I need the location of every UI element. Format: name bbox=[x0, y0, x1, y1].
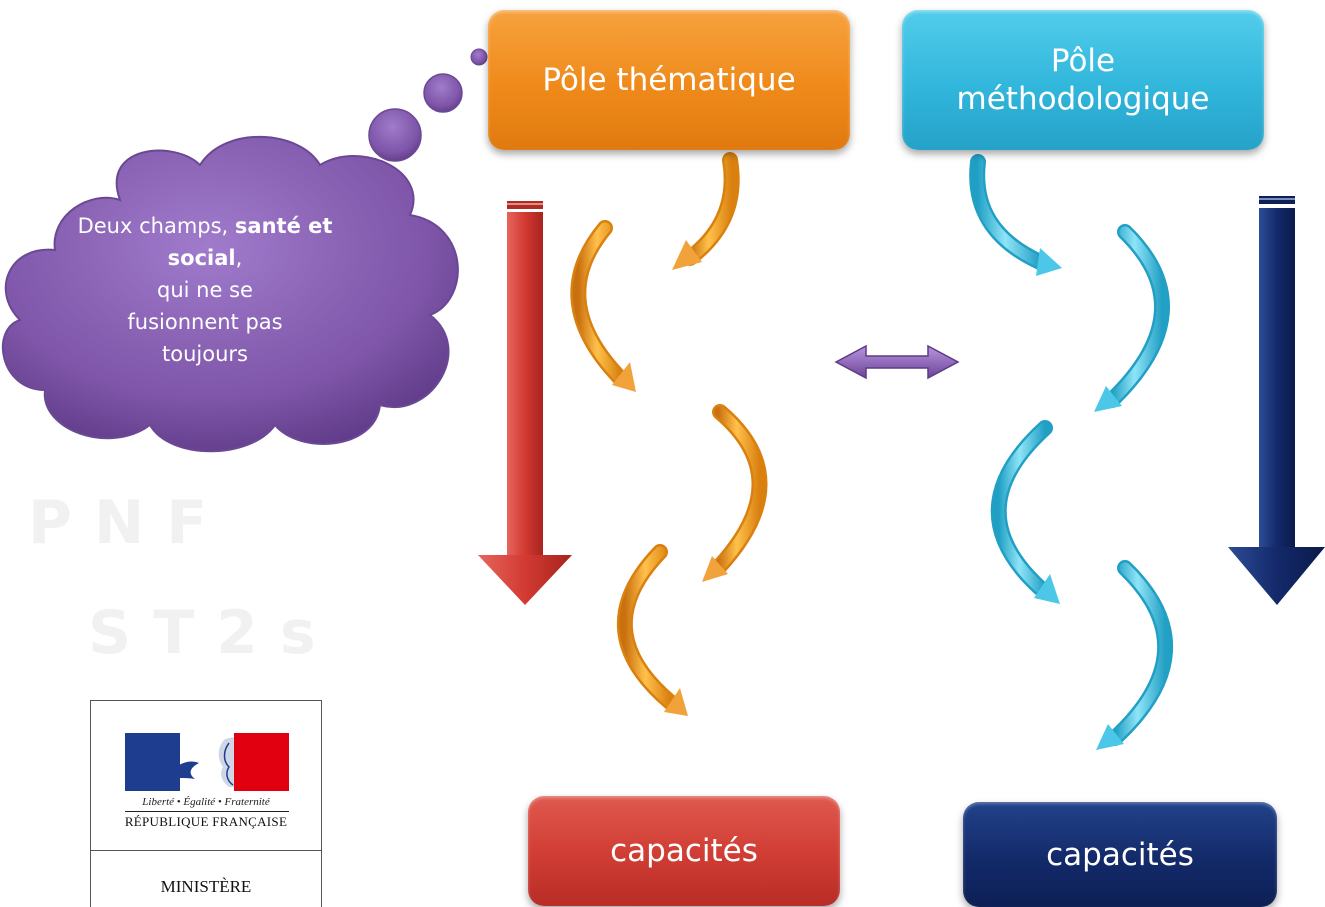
cloud-text-bold: santé et social bbox=[167, 214, 333, 270]
marianne-flag-icon bbox=[125, 733, 289, 791]
cloud-text-part2: , bbox=[235, 246, 243, 270]
navy-down-arrow bbox=[1228, 196, 1325, 605]
pole-methodologique-label: Pôle méthodologique bbox=[956, 43, 1210, 117]
cyan-curved-arrows bbox=[969, 154, 1174, 750]
pole-thematique-label: Pôle thématique bbox=[542, 62, 796, 98]
cloud-text-part1: Deux champs, bbox=[77, 214, 235, 238]
capacites-left-box: capacités bbox=[528, 796, 840, 906]
red-down-arrow bbox=[478, 201, 572, 605]
logo-separator bbox=[91, 850, 321, 851]
pole-thematique-box: Pôle thématique bbox=[488, 10, 850, 150]
cloud-text: Deux champs, santé et social, qui ne se … bbox=[55, 210, 355, 370]
capacites-right-box: capacités bbox=[963, 802, 1277, 907]
logo-divider bbox=[125, 811, 289, 812]
republique-francaise-logo: Liberté • Égalité • Fraternité RÉPUBLIQU… bbox=[90, 700, 322, 907]
logo-motto: Liberté • Égalité • Fraternité bbox=[142, 796, 270, 808]
orange-curved-arrows bbox=[570, 152, 768, 716]
capacites-left-label: capacités bbox=[610, 833, 758, 869]
capacites-right-label: capacités bbox=[1046, 836, 1194, 873]
logo-republique: RÉPUBLIQUE FRANÇAISE bbox=[124, 814, 288, 829]
pole-methodologique-box: Pôle méthodologique bbox=[902, 10, 1264, 150]
cloud-text-part3: qui ne se fusionnent pas toujours bbox=[127, 278, 283, 366]
double-arrow bbox=[834, 344, 960, 380]
logo-ministere: MINISTÈRE bbox=[160, 877, 252, 896]
thought-cloud bbox=[1, 48, 488, 453]
watermark-st2s: ST2s bbox=[88, 598, 338, 668]
watermark-pnf: PNF bbox=[28, 488, 230, 558]
